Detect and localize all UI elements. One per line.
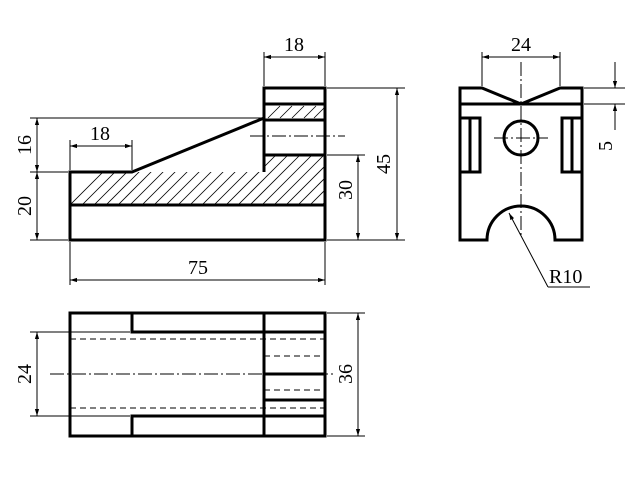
dim-total-length: 75 (188, 257, 208, 279)
dim-groove-depth: 5 (595, 141, 617, 151)
dim-slope-width: 18 (90, 123, 110, 145)
side-outline (458, 86, 584, 242)
dim-slot-width: 24 (14, 364, 36, 384)
dim-top-width: 18 (284, 34, 304, 56)
dim-radius: R10 (549, 266, 582, 288)
dim-base-height: 20 (14, 196, 36, 216)
dim-total-height: 45 (373, 154, 395, 174)
top-lower-slot (130, 414, 325, 436)
dim-hatch-height: 30 (335, 180, 357, 200)
top-view: 24 36 (14, 311, 365, 438)
radius-leader (508, 212, 549, 288)
dim-slope-height: 16 (14, 135, 36, 155)
front-top-hatch (267, 105, 325, 119)
dim-total-width: 36 (335, 364, 357, 384)
front-view: 18 18 75 16 20 30 45 (14, 34, 405, 285)
top-upper-slot (130, 313, 325, 334)
dim-groove-width: 24 (511, 34, 531, 56)
side-view: 24 5 R10 (458, 34, 625, 288)
